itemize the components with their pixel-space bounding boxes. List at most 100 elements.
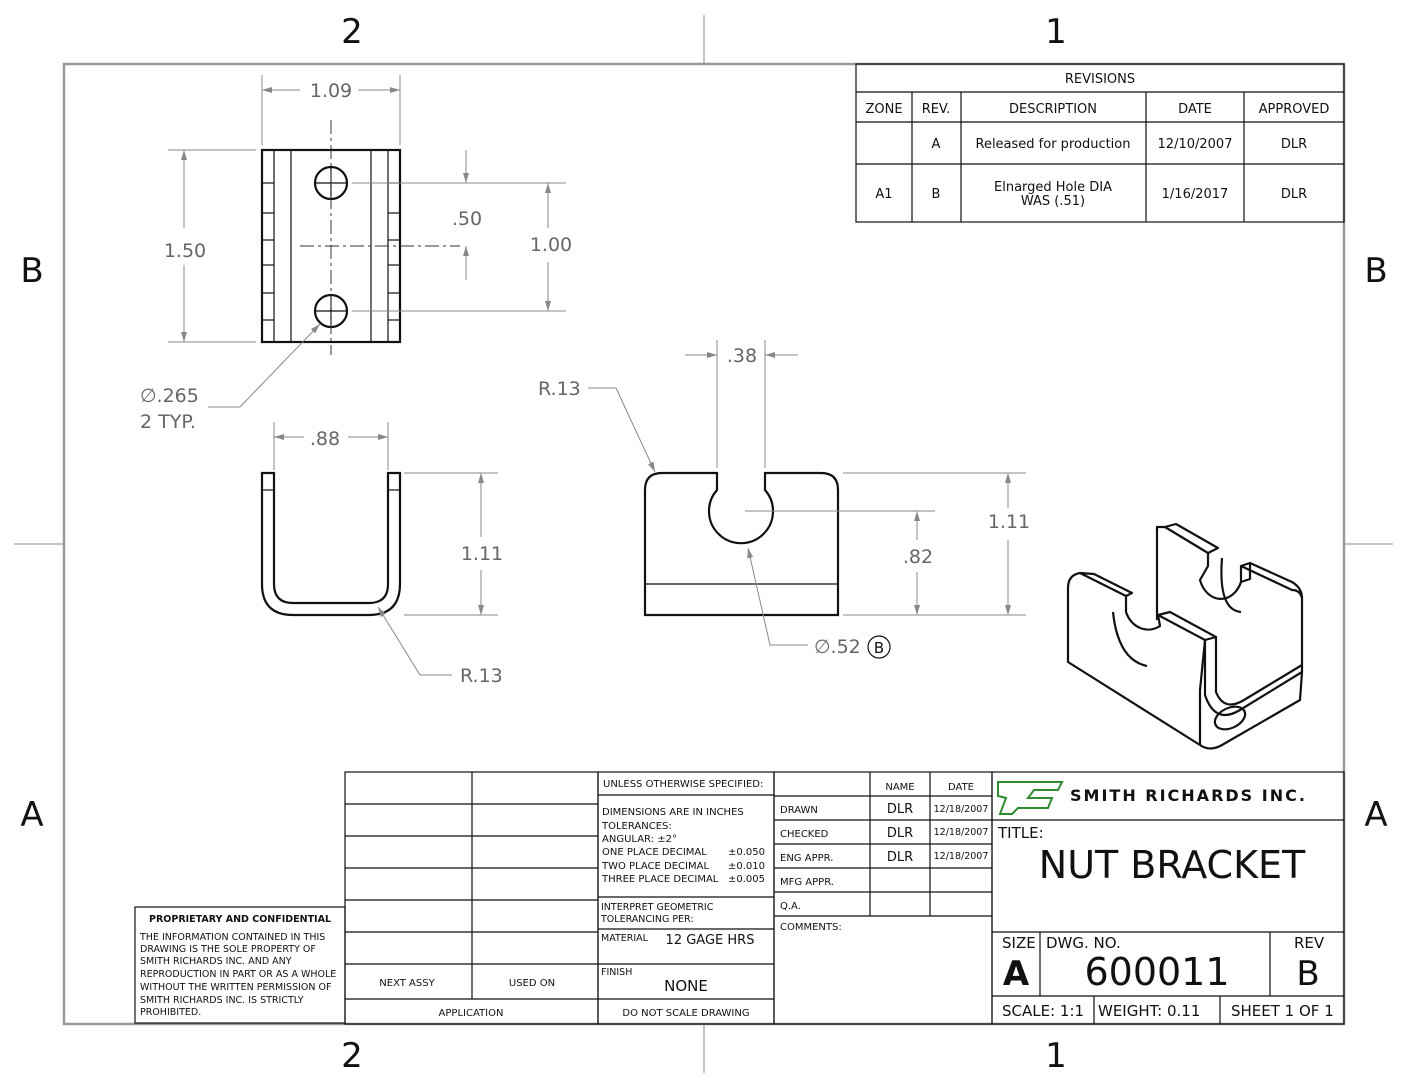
size-label: SIZE	[1002, 934, 1036, 952]
revisions-table: REVISIONS ZONE REV. DESCRIPTION DATE APP…	[855, 63, 1345, 223]
name-header: NAME	[885, 782, 914, 793]
tolerance-line: DIMENSIONS ARE IN INCHES	[602, 807, 744, 818]
date-header: DATE	[948, 782, 974, 793]
material-label: MATERIAL	[601, 933, 649, 944]
rev-header-description: DESCRIPTION	[1009, 102, 1097, 117]
comments-label: COMMENTS:	[780, 922, 842, 933]
revision-balloon-label: B	[874, 639, 884, 657]
tolerance-line: ANGULAR: ±2°	[602, 834, 677, 845]
proprietary-line: PROHIBITED.	[140, 1007, 201, 1018]
company-logo	[997, 781, 1064, 815]
decimal-label: TWO PLACE DECIMAL	[601, 861, 709, 872]
approval-label: ENG APPR.	[780, 853, 833, 864]
finish-label: FINISH	[601, 967, 632, 978]
finish-value: NONE	[664, 977, 708, 995]
decimal-value: ±0.050	[728, 847, 765, 858]
rev-row2-approved: DLR	[1281, 187, 1307, 202]
tolerance-block: UNLESS OTHERWISE SPECIFIED: DIMENSIONS A…	[597, 771, 775, 1025]
dim-slot-038: .38	[727, 345, 757, 367]
rev-header-date: DATE	[1178, 102, 1212, 117]
proprietary-line: WITHOUT THE WRITTEN PERMISSION OF	[140, 982, 331, 993]
approval-label: CHECKED	[780, 829, 829, 840]
title-block: SMITH RICHARDS INC. TITLE: NUT BRACKET S…	[991, 771, 1345, 1025]
rev-row2-description-line1: Elnarged Hole DIA	[994, 180, 1112, 195]
rev-row2-date: 1/16/2017	[1162, 187, 1229, 202]
dim-spacing-100: 1.00	[530, 234, 572, 256]
rev-row2-description-line2: WAS (.51)	[1021, 194, 1085, 209]
dim-radius-013-b: R.13	[538, 378, 581, 400]
proprietary-line: DRAWING IS THE SOLE PROPERTY OF	[140, 944, 316, 955]
zone-top-2: 2	[341, 12, 363, 52]
dim-hole-typ: 2 TYP.	[140, 411, 196, 433]
rev-row2-zone: A1	[875, 187, 892, 202]
no-scale-note: DO NOT SCALE DRAWING	[622, 1008, 749, 1019]
approval-label: MFG APPR.	[780, 877, 834, 888]
dim-width-109: 1.09	[310, 80, 352, 102]
approvals-block: NAME DATE DRAWN DLR 12/18/2007 CHECKED D…	[773, 771, 993, 1025]
zone-left-b: B	[20, 251, 43, 291]
zone-bottom-1: 1	[1045, 1036, 1067, 1076]
rev-header-approved: APPROVED	[1259, 102, 1330, 117]
used-on-label: USED ON	[509, 978, 555, 989]
zone-left-a: A	[20, 795, 43, 835]
proprietary-line: THE INFORMATION CONTAINED IN THIS	[139, 932, 325, 943]
dwg-no-label: DWG. NO.	[1046, 934, 1121, 952]
material-value: 12 GAGE HRS	[666, 933, 755, 948]
dim-offset-050: .50	[452, 208, 482, 230]
approval-label: Q.A.	[780, 901, 801, 912]
front-view	[260, 471, 402, 617]
zone-bottom-2: 2	[341, 1036, 363, 1076]
revision-balloon	[867, 635, 891, 659]
proprietary-title: PROPRIETARY AND CONFIDENTIAL	[149, 914, 331, 925]
approval-name: DLR	[887, 826, 913, 841]
interpret-line1: INTERPRET GEOMETRIC	[601, 902, 714, 913]
dim-inner-088: .88	[310, 428, 340, 450]
weight-text: WEIGHT: 0.11	[1098, 1002, 1200, 1020]
decimal-label: ONE PLACE DECIMAL	[602, 847, 707, 858]
proprietary-line: SMITH RICHARDS INC. AND ANY	[140, 956, 292, 967]
drawing-title: NUT BRACKET	[1039, 843, 1306, 887]
unless-specified: UNLESS OTHERWISE SPECIFIED:	[603, 779, 763, 790]
decimal-value: ±0.010	[728, 861, 765, 872]
proprietary-notice: PROPRIETARY AND CONFIDENTIAL THE INFORMA…	[134, 906, 346, 1024]
proprietary-line: REPRODUCTION IN PART OR AS A WHOLE	[140, 969, 336, 980]
assembly-grid: NEXT ASSY USED ON APPLICATION	[344, 771, 599, 1025]
zone-right-b: B	[1364, 251, 1387, 291]
size-value: A	[1003, 954, 1030, 994]
sheet-text: SHEET 1 OF 1	[1231, 1002, 1334, 1020]
title-label: TITLE:	[997, 824, 1044, 842]
drawing-number: 600011	[1084, 950, 1229, 994]
revisions-title: REVISIONS	[1065, 72, 1135, 87]
rev-header-rev: REV.	[922, 102, 951, 117]
approval-date: 12/18/2007	[934, 851, 989, 862]
zone-top-1: 1	[1045, 12, 1067, 52]
next-assy-label: NEXT ASSY	[379, 978, 435, 989]
dim-radius-013-a: R.13	[460, 665, 503, 687]
decimal-value: ±0.005	[728, 874, 765, 885]
rev-label: REV	[1294, 934, 1325, 952]
approval-date: 12/18/2007	[934, 827, 989, 838]
proprietary-line: SMITH RICHARDS INC. IS STRICTLY	[140, 995, 304, 1006]
rev-value: B	[1296, 954, 1319, 994]
approval-label: DRAWN	[780, 805, 818, 816]
dim-hole-dia: ∅.265	[140, 385, 199, 407]
rev-row2-rev: B	[932, 187, 941, 202]
dim-height-111-a: 1.11	[461, 543, 503, 565]
scale-text: SCALE: 1:1	[1002, 1002, 1084, 1020]
dim-slot-dia: ∅.52	[814, 636, 861, 658]
rev-header-zone: ZONE	[865, 102, 902, 117]
zone-right-a: A	[1364, 795, 1387, 835]
approval-date: 12/18/2007	[934, 804, 989, 815]
isometric-view	[1066, 522, 1304, 750]
tolerance-line: TOLERANCES:	[601, 821, 672, 832]
approval-name: DLR	[887, 802, 913, 817]
application-label: APPLICATION	[439, 1008, 504, 1019]
interpret-line2: TOLERANCING PER:	[600, 914, 694, 925]
dim-height-111-b: 1.11	[988, 511, 1030, 533]
rev-row1-rev: A	[932, 137, 941, 152]
dim-height-150: 1.50	[164, 240, 206, 262]
approval-name: DLR	[887, 850, 913, 865]
decimal-label: THREE PLACE DECIMAL	[601, 874, 719, 885]
side-view	[643, 471, 840, 617]
